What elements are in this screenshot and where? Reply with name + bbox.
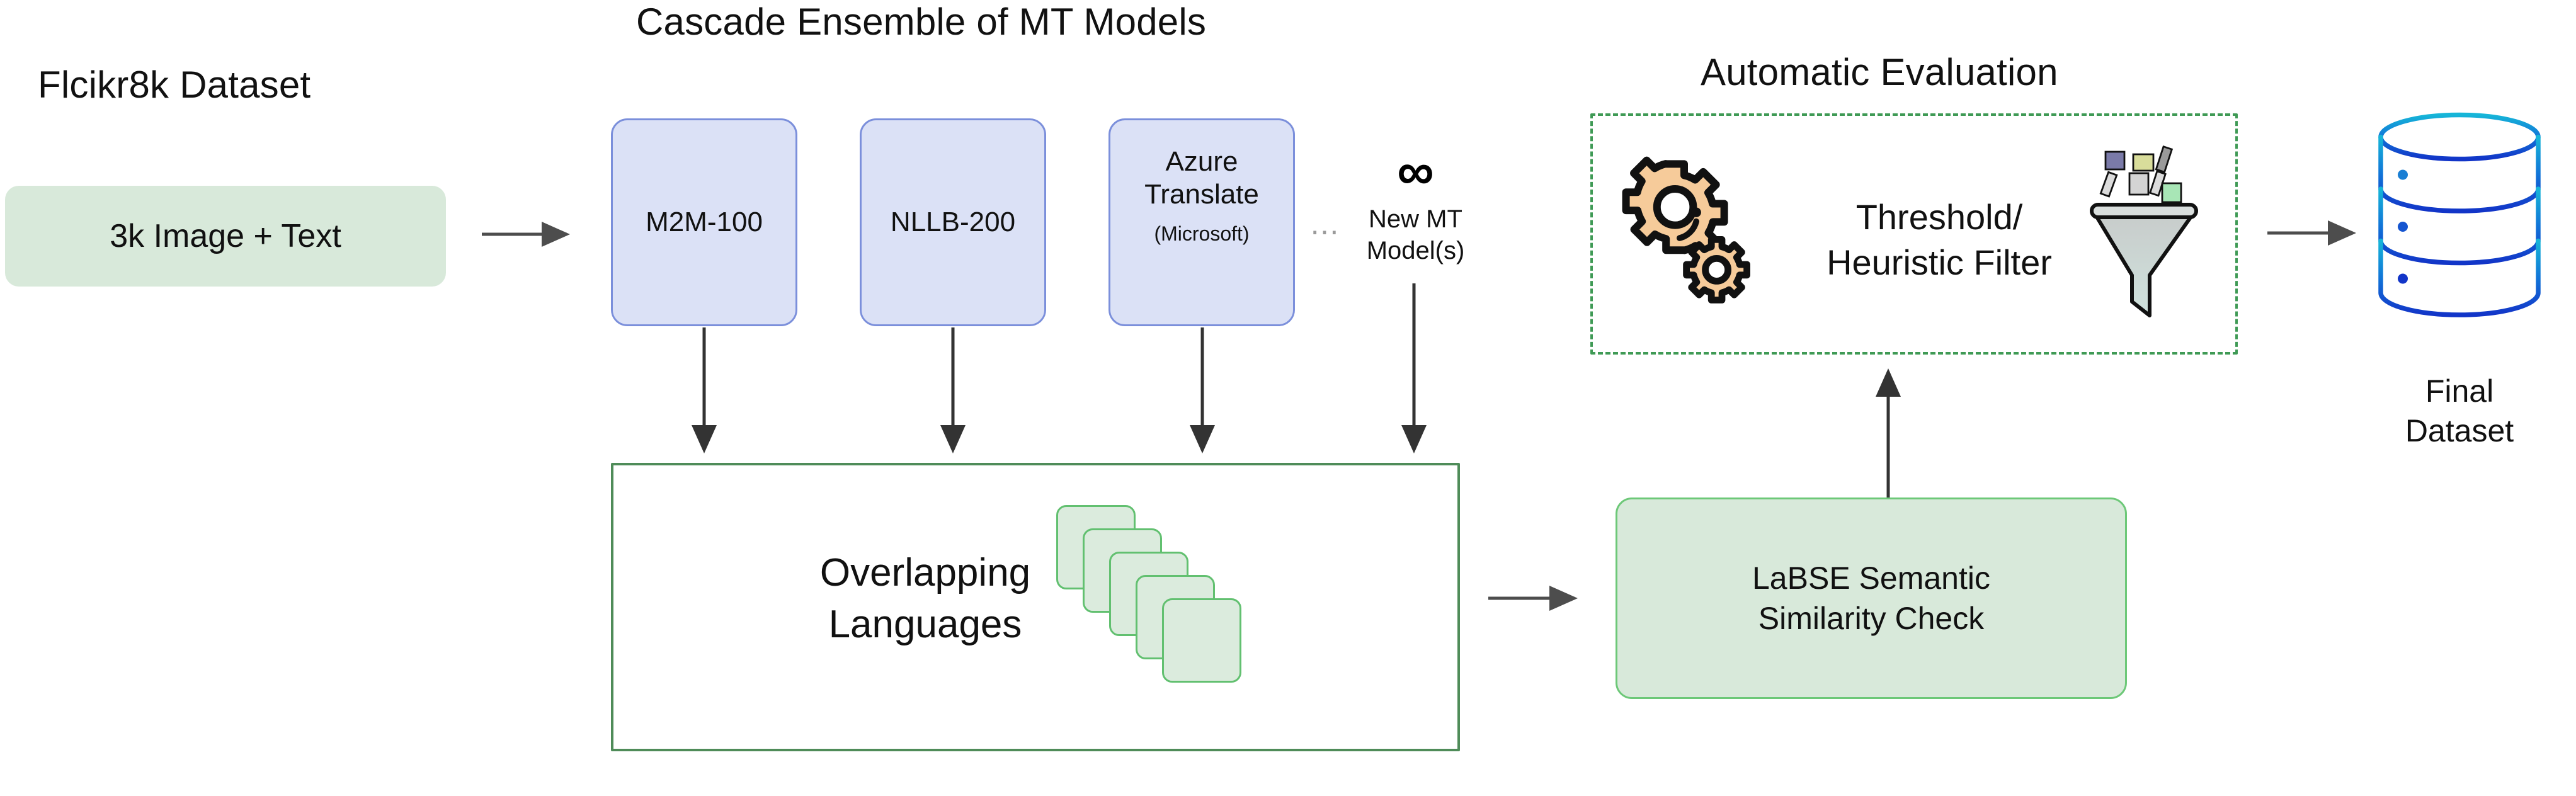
particle-lightgray-1 [2099, 171, 2118, 198]
language-card [1162, 598, 1241, 683]
source-dataset-box: 3k Image + Text [5, 186, 446, 287]
mt-model-box-azure[interactable]: Azure Translate (Microsoft) [1108, 118, 1295, 326]
overlapping-languages-label: Overlapping Languages [780, 547, 1070, 651]
ellipsis-icon: ⋯ [1310, 215, 1342, 248]
infinity-icon: ∞ [1397, 143, 1434, 200]
mt-model-label-nllb200: NLLB-200 [890, 207, 1016, 238]
database-cylinder-icon [2378, 112, 2541, 317]
page-title-left: Flcikr8k Dataset [38, 64, 311, 106]
particle-darkgray [2155, 145, 2174, 174]
labse-label-line2: Similarity Check [1758, 601, 1985, 636]
page-title-center: Cascade Ensemble of MT Models [636, 1, 1207, 43]
threshold-filter-label: Threshold/ Heuristic Filter [1801, 195, 2078, 285]
new-mt-models-label: New MT Model(s) [1351, 203, 1480, 266]
particle-olive [2132, 153, 2155, 172]
mt-model-sublabel-azure: (Microsoft) [1154, 222, 1250, 245]
mt-model-box-m2m100[interactable]: M2M-100 [611, 118, 797, 326]
funnel-icon [2090, 145, 2198, 317]
mt-model-label-azure-line2: Translate [1144, 178, 1259, 210]
mt-model-label-azure-line1: Azure [1165, 146, 1238, 177]
final-dataset-label-line1: Final [2425, 373, 2494, 409]
final-dataset-label-line2: Dataset [2405, 412, 2514, 448]
overlapping-languages-label-line1: Overlapping [819, 551, 1031, 594]
page-title-right: Automatic Evaluation [1701, 51, 2058, 93]
final-dataset-label: Final Dataset [2387, 372, 2532, 450]
automatic-evaluation-box: Threshold/ Heuristic Filter [1590, 113, 2238, 355]
threshold-filter-label-line2: Heuristic Filter [1827, 242, 2052, 282]
labse-label-line1: LaBSE Semantic [1752, 560, 1990, 596]
gears-icon [1622, 156, 1750, 304]
mt-model-box-nllb200[interactable]: NLLB-200 [860, 118, 1046, 326]
particle-purple [2104, 151, 2126, 171]
new-mt-models-label-line2: Model(s) [1366, 237, 1465, 264]
overlapping-languages-label-line2: Languages [828, 602, 1022, 646]
labse-similarity-box[interactable]: LaBSE Semantic Similarity Check [1616, 498, 2127, 699]
source-dataset-label: 3k Image + Text [110, 218, 341, 254]
particle-lightgray-2 [2128, 172, 2150, 196]
threshold-filter-label-line1: Threshold/ [1855, 197, 2023, 237]
mt-model-label-m2m100: M2M-100 [646, 207, 763, 238]
new-mt-models-label-line1: New MT [1369, 205, 1462, 233]
particle-green [2161, 182, 2182, 203]
overlapping-languages-box: Overlapping Languages [611, 463, 1460, 751]
